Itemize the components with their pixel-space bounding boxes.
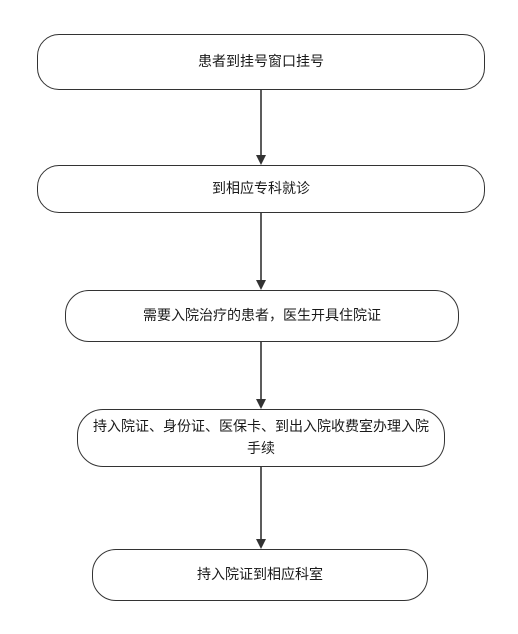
step-admission-cert-node: 需要入院治疗的患者，医生开具住院证 — [65, 290, 459, 342]
step-go-to-department-label: 持入院证到相应科室 — [197, 567, 323, 583]
step-register-node: 患者到挂号窗口挂号 — [37, 34, 485, 90]
step-admission-cert-label: 需要入院治疗的患者，医生开具住院证 — [143, 308, 381, 324]
step-admission-procedure-label: 持入院证、身份证、医保卡、到出入院收费室办理入院手续 — [93, 419, 429, 457]
step-consult-label: 到相应专科就诊 — [212, 181, 310, 197]
step-register-label: 患者到挂号窗口挂号 — [198, 54, 324, 70]
step-admission-procedure-node: 持入院证、身份证、医保卡、到出入院收费室办理入院手续 — [77, 409, 445, 467]
step-go-to-department-node: 持入院证到相应科室 — [92, 549, 428, 601]
step-consult-node: 到相应专科就诊 — [37, 165, 485, 213]
